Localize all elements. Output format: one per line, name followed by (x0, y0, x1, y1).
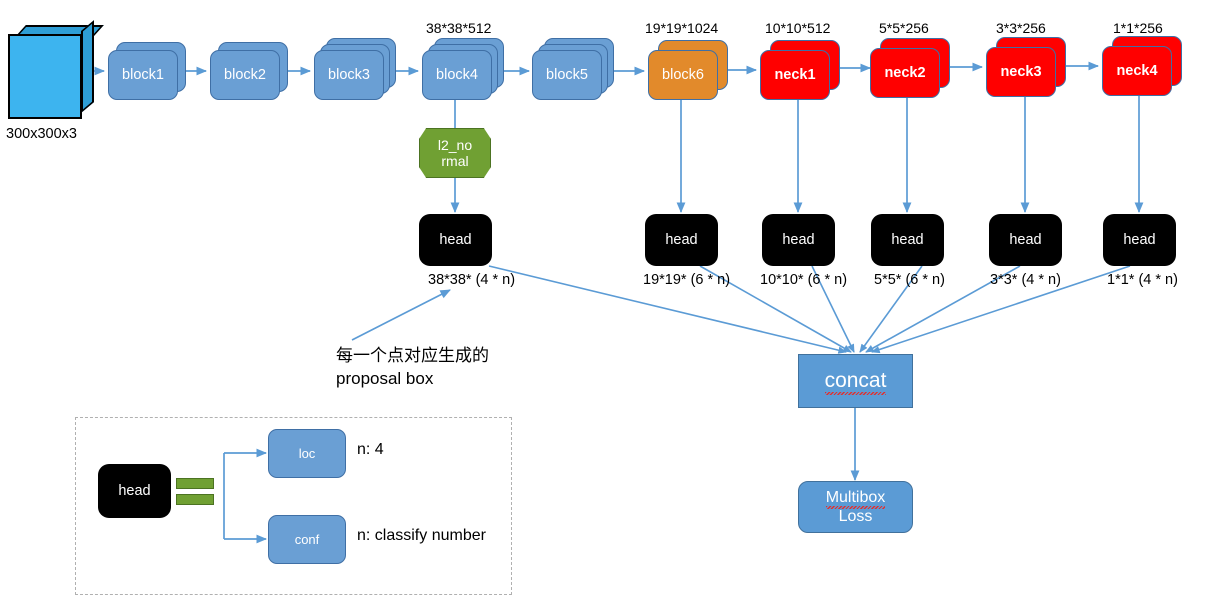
node-label: head (782, 232, 815, 248)
head-output-6: 1*1* (4 * n) (1107, 272, 1178, 288)
stack-layer-front: block4 (422, 50, 492, 100)
node-label: block4 (436, 67, 478, 83)
node-block5[interactable]: block5 (532, 38, 614, 100)
dim-label-neck3: 3*3*256 (996, 20, 1046, 36)
legend-loc-note: n: 4 (357, 441, 384, 458)
stack-layer-front: block3 (314, 50, 384, 100)
head-output-4: 5*5* (6 * n) (874, 272, 945, 288)
node-l2-normal[interactable]: l2_no rmal (419, 128, 491, 178)
node-head-1[interactable]: head (419, 214, 492, 266)
stack-layer-front: neck3 (986, 47, 1056, 97)
legend-conf-note: n: classify number (357, 527, 486, 544)
head-output-1: 38*38* (4 * n) (428, 272, 516, 288)
node-label: head (1123, 232, 1156, 248)
node-head-2[interactable]: head (645, 214, 718, 266)
proposal-box-annotation: 每一个点对应生成的 proposal box (336, 346, 489, 388)
node-label: head (1009, 232, 1042, 248)
node-head-4[interactable]: head (871, 214, 944, 266)
stack-layer-front: block2 (210, 50, 280, 100)
head-output-3: 10*10* (6 * n) (760, 272, 848, 288)
dim-label-block6: 19*19*1024 (645, 20, 719, 36)
node-concat[interactable]: concat (798, 354, 913, 408)
node-block6[interactable]: block6 (648, 40, 728, 100)
equals-bar-top (176, 478, 214, 489)
node-label: head (891, 232, 924, 248)
node-label: neck2 (884, 65, 926, 81)
node-head-5[interactable]: head (989, 214, 1062, 266)
node-neck2[interactable]: neck2 (870, 38, 950, 98)
legend-frame (75, 417, 512, 595)
node-label: head (118, 483, 151, 499)
cube-side-face (81, 20, 94, 113)
dim-label-block4: 38*38*512 (426, 20, 492, 36)
node-block4[interactable]: block4 (422, 38, 504, 100)
cube-front-face (8, 34, 82, 119)
legend-loc-box[interactable]: loc (268, 429, 346, 478)
node-multibox-loss[interactable]: Multibox Loss (798, 481, 913, 533)
node-label: block3 (328, 67, 370, 83)
node-head-6[interactable]: head (1103, 214, 1176, 266)
head-output-5: 3*3* (4 * n) (990, 272, 1061, 288)
legend-conf-box[interactable]: conf (268, 515, 346, 564)
node-label: block5 (546, 67, 588, 83)
node-label: block1 (122, 67, 164, 83)
node-label: concat (824, 369, 887, 395)
node-label: conf (294, 532, 320, 547)
node-label: l2_no rmal (437, 137, 473, 169)
node-label: block2 (224, 67, 266, 83)
node-neck4[interactable]: neck4 (1102, 36, 1182, 96)
node-label: head (439, 232, 472, 248)
node-neck3[interactable]: neck3 (986, 37, 1066, 97)
node-block1[interactable]: block1 (108, 42, 186, 100)
node-label: head (665, 232, 698, 248)
node-label: loc (298, 446, 316, 461)
equals-icon (176, 478, 214, 506)
stack-layer-front: neck2 (870, 48, 940, 98)
node-label: neck4 (1116, 63, 1158, 79)
loss-label-line2: Loss (838, 507, 873, 525)
stack-layer-front: block6 (648, 50, 718, 100)
node-neck1[interactable]: neck1 (760, 40, 840, 100)
node-block3[interactable]: block3 (314, 38, 396, 100)
dim-label-neck1: 10*10*512 (765, 20, 831, 36)
node-label: neck1 (774, 67, 816, 83)
dim-label-neck2: 5*5*256 (879, 20, 929, 36)
head-output-2: 19*19* (6 * n) (643, 272, 731, 288)
node-label: block6 (662, 67, 704, 83)
input-image-cube (6, 20, 104, 119)
legend-head-box[interactable]: head (98, 464, 171, 518)
equals-bar-bottom (176, 494, 214, 505)
dim-label-neck4: 1*1*256 (1113, 20, 1163, 36)
loss-label-line1: Multibox (825, 488, 886, 509)
stack-layer-front: block5 (532, 50, 602, 100)
node-label: neck3 (1000, 64, 1042, 80)
node-head-3[interactable]: head (762, 214, 835, 266)
stack-layer-front: neck1 (760, 50, 830, 100)
input-caption: 300x300x3 (6, 126, 77, 142)
node-block2[interactable]: block2 (210, 42, 288, 100)
stack-layer-front: neck4 (1102, 46, 1172, 96)
stack-layer-front: block1 (108, 50, 178, 100)
